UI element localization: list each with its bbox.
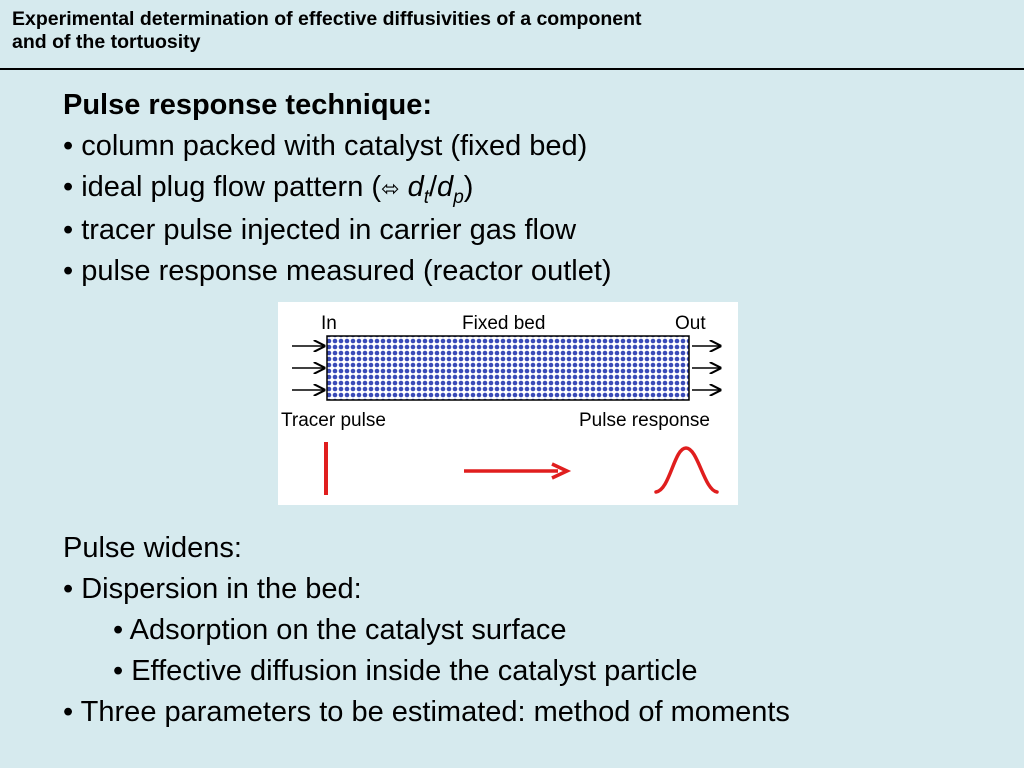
ratio-d-p: d [437,171,454,203]
slide-title-line-1: Experimental determination of effective … [12,8,642,30]
sub-bullet-adsorption: • Adsorption on the catalyst surface [113,614,567,646]
bullet-three-parameters: • Three parameters to be estimated: meth… [63,696,790,728]
label-out: Out [675,313,706,334]
slide-title: Experimental determination of effective … [12,8,642,54]
pulse-widens-heading: Pulse widens: [63,532,242,564]
subscript-t: t [423,187,429,208]
plug-flow-close: ) [463,171,474,203]
label-in: In [321,313,337,334]
bullet-column-packed: • column packed with catalyst (fixed bed… [63,130,588,162]
bullet-dispersion: • Dispersion in the bed: [63,573,362,605]
slide-title-line-2: and of the tortuosity [12,31,201,53]
flow-direction-arrowhead-icon [551,462,572,480]
ratio-slash: / [428,171,438,203]
pulse-response-curve-icon [654,446,719,494]
fixed-bed-svg: In Fixed bed Out Tracer pulse Pulse resp… [281,313,738,495]
title-divider [0,68,1024,70]
equivalence-arrow-icon: ⬄ [381,177,400,202]
plug-flow-text: • ideal plug flow pattern ( [63,171,382,203]
sub-bullet-effective-diffusion: • Effective diffusion inside the catalys… [113,655,698,687]
subscript-p: p [453,187,464,208]
label-fixed-bed: Fixed bed [462,313,545,334]
bullet-tracer-injected: • tracer pulse injected in carrier gas f… [63,214,577,246]
ratio-d-t: d [407,171,424,203]
fixed-bed-column [326,335,690,401]
pulse-widens-section: Pulse widens: • Dispersion in the bed: •… [63,528,790,733]
label-pulse-response: Pulse response [579,410,710,431]
pulse-technique-heading: Pulse response technique: [63,89,433,121]
label-tracer-pulse: Tracer pulse [281,410,386,431]
fixed-bed-diagram: In Fixed bed Out Tracer pulse Pulse resp… [278,302,738,505]
bullet-response-measured: • pulse response measured (reactor outle… [63,255,612,287]
bullet-plug-flow: • ideal plug flow pattern (⬄ dt/dp) [63,167,612,210]
pulse-technique-section: Pulse response technique: • column packe… [63,85,612,292]
